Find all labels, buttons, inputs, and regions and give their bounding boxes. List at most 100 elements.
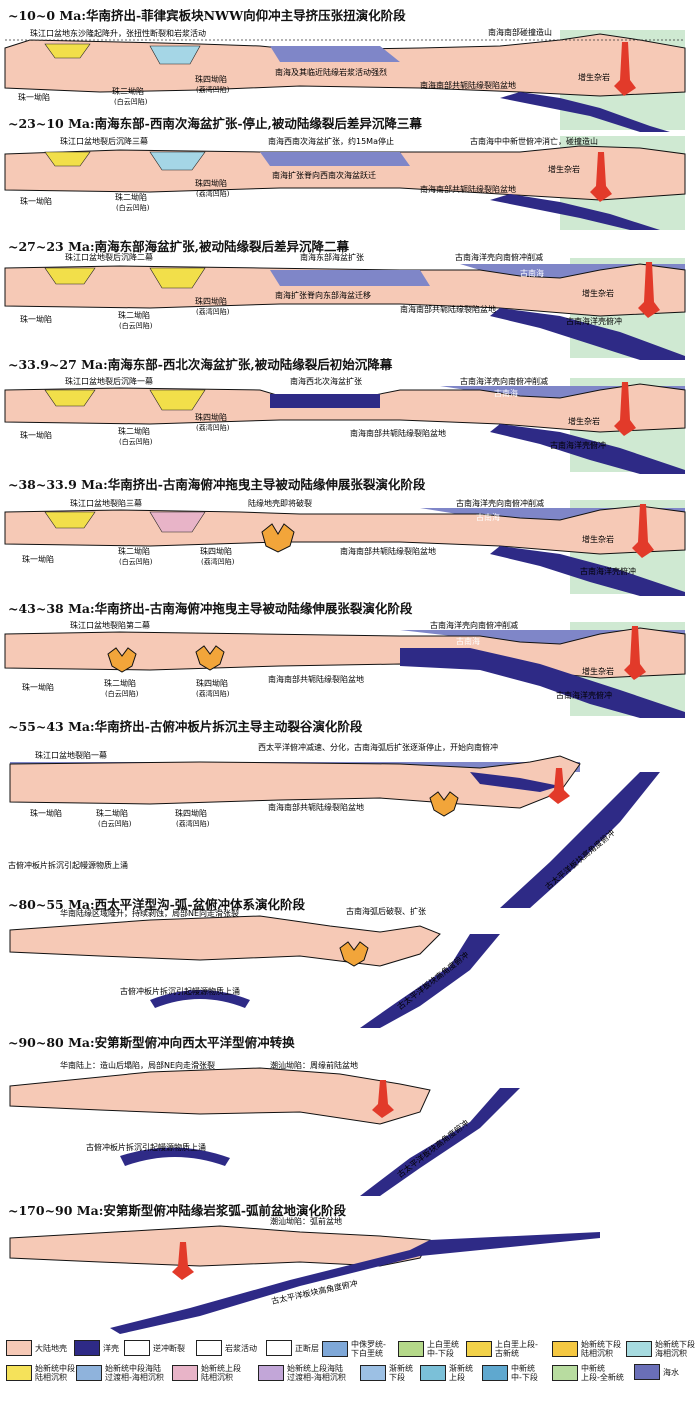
annotation: 古太平洋板块高角度俯冲 [395, 1118, 471, 1180]
annotation: 珠二坳陷 [104, 678, 136, 688]
stage-panel-3: ~27~23 Ma:南海东部海盆扩张,被动陆缘裂后差异沉降二幕 珠江口盆地裂后沉… [0, 232, 700, 360]
annotation: 南海南部共轭陆缘裂陷盆地 [340, 546, 436, 556]
legend-item: 渐新统 上段 [420, 1364, 473, 1382]
legend-label: 正断层 [295, 1343, 319, 1353]
oceanic-slab [360, 1088, 520, 1196]
legend-label: 中新统 中-下段 [511, 1364, 538, 1382]
oceanic-slab [490, 546, 685, 596]
annotation: 南海南部碰撞造山 [488, 27, 552, 37]
annotation: 珠四坳陷 [195, 296, 227, 306]
magma-body [548, 768, 570, 804]
stage-panel-2: ~23~10 Ma:南海东部-西南次海盆扩张-停止,被动陆缘裂后差异沉降三幕 珠… [0, 108, 700, 232]
legend-item: 始新统上段海陆 过渡相-海相沉积 [258, 1364, 346, 1382]
annotation: (荔湾凹陷) [196, 85, 230, 94]
magma-plume [107, 647, 137, 673]
annotation: 南海南部共轭陆缘裂陷盆地 [350, 428, 446, 438]
legend-swatch [552, 1341, 578, 1357]
annotation: 珠二坳陷 [115, 192, 147, 202]
legend-label: 渐新统 上段 [449, 1364, 473, 1382]
annotation: 珠江口盆地裂后沉降三幕 [60, 136, 148, 146]
oceanic-slab [400, 648, 685, 718]
legend-item: 始新统下段 陆相沉积 [552, 1340, 621, 1358]
annotation: (荔湾凹陷) [196, 689, 230, 698]
stage-title: ~55~43 Ma:华南挤出-古俯冲板片拆沉主导主动裂谷演化阶段 [8, 719, 363, 734]
annotation: 南海南部共轭陆缘裂陷盆地 [420, 80, 516, 90]
magma-body [624, 626, 646, 680]
annotation: 潮汕坳陷：周缘前陆盆地 [270, 1060, 358, 1070]
annotation: 潮汕坳陷：弧前盆地 [270, 1216, 342, 1226]
annotation: 古南海洋壳俯冲 [566, 316, 622, 326]
basin-fill [44, 389, 96, 407]
legend-item: 中新统 上段-全新统 [552, 1364, 624, 1382]
legend-swatch [6, 1365, 32, 1381]
stage-title: ~80~55 Ma:西太平洋型沟-弧-盆俯冲体系演化阶段 [8, 897, 306, 912]
legend-swatch [552, 1365, 578, 1381]
legend-label: 洋壳 [103, 1343, 119, 1353]
legend-swatch [626, 1341, 652, 1357]
legend-item: 上白垩上段- 古新统 [466, 1340, 538, 1358]
annotation: 西太平洋俯冲减速、分化，古南海弧后扩张逐渐停止，开始向南俯冲 [258, 742, 498, 752]
magma-body [372, 1080, 394, 1118]
legend: 大陆地壳 洋壳 逆冲断裂 岩浆活动 正断层 中侏罗统- 下白垩统 上白垩统 中-… [4, 1338, 698, 1412]
annotation: (白云凹陷) [119, 321, 153, 330]
sea-water [260, 152, 410, 166]
stage-title: ~10~0 Ma:华南挤出-菲律宾板块NWW向仰冲主导挤压张扭演化阶段 [8, 8, 406, 23]
annotation: 珠一坳陷 [20, 430, 52, 440]
annotation: 古南海洋壳向南俯冲削减 [455, 252, 543, 262]
detached-slab [120, 1147, 230, 1166]
legend-swatch [258, 1365, 284, 1381]
annotation: 珠江口盆地裂后沉降一幕 [65, 376, 153, 386]
legend-label: 始新统下段 陆相沉积 [581, 1340, 621, 1358]
annotation: 南海西北次海盆扩张 [290, 376, 362, 386]
annotation: 增生杂岩 [582, 288, 614, 298]
annotation: 增生杂岩 [582, 666, 614, 676]
stage-panel-7: ~55~43 Ma:华南挤出-古俯冲板片拆沉主导主动裂谷演化阶段 珠江口盆地裂陷… [0, 712, 700, 908]
stage-panel-9: ~90~80 Ma:安第斯型俯冲向西太平洋型俯冲转换 华南陆上：造山后塌陷，局部… [0, 1028, 700, 1196]
cross-section-6: 珠江口盆地裂陷第二幕 古南海洋壳向南俯冲削减 古南海 增生杂岩 珠一坳陷 珠二坳… [4, 620, 686, 718]
annotation: (白云凹陷) [105, 689, 139, 698]
annotation: 南海东部海盆扩张 [300, 252, 364, 262]
basin-fill [44, 43, 91, 59]
basin-fill [149, 45, 201, 65]
annotation: 南海西南次海盆扩张，约15Ma停止 [268, 136, 394, 146]
legend-label: 始新统上段海陆 过渡相-海相沉积 [287, 1364, 346, 1382]
magma-body [590, 152, 612, 202]
legend-label: 渐新统 下段 [389, 1364, 413, 1382]
annotation: 珠一坳陷 [20, 314, 52, 324]
basin-fill [149, 151, 206, 171]
oceanic-slab [470, 772, 560, 792]
annotation: 增生杂岩 [582, 534, 614, 544]
annotation: 南海南部共轭陆缘裂陷盆地 [400, 304, 496, 314]
legend-item: 中新统 中-下段 [482, 1364, 538, 1382]
legend-item: 大陆地壳 [6, 1340, 67, 1356]
magma-body [614, 382, 636, 436]
annotation: (白云凹陷) [119, 557, 153, 566]
stage-panel-10: ~170~90 Ma:安第斯型俯冲陆缘岩浆弧-弧前盆地演化阶段 潮汕坳陷：弧前盆… [0, 1196, 700, 1336]
annotation: 珠四坳陷 [195, 178, 227, 188]
annotation: 增生杂岩 [578, 72, 610, 82]
legend-label: 始新统中段 陆相沉积 [35, 1364, 75, 1382]
cross-section-10: 潮汕坳陷：弧前盆地 古太平洋板块高角度俯冲 [9, 1216, 600, 1334]
annotation: 南海南部共轭陆缘裂陷盆地 [268, 802, 364, 812]
continental-crust [9, 1225, 431, 1267]
annotation: 珠四坳陷 [200, 546, 232, 556]
continental-crust [9, 1067, 431, 1125]
legend-swatch [74, 1340, 100, 1356]
cross-section-2: 珠江口盆地裂后沉降三幕 南海西南次海盆扩张，约15Ma停止 古南海中中新世俯冲消… [4, 136, 686, 230]
magma-body [172, 1242, 194, 1280]
oceanic-slab [270, 394, 380, 408]
annotation: 古俯冲板片拆沉引起幔源物质上涌 [8, 860, 128, 870]
legend-swatch [420, 1365, 446, 1381]
annotation: (白云凹陷) [116, 203, 150, 212]
annotation: 增生杂岩 [548, 164, 580, 174]
annotation: 珠江口盆地裂后沉降二幕 [65, 252, 153, 262]
legend-item: 始新统中段海陆 过渡相-海相沉积 [76, 1364, 164, 1382]
basin-fill [44, 511, 96, 529]
legend-label: 大陆地壳 [35, 1343, 67, 1353]
basin-fill [149, 511, 206, 533]
legend-swatch [124, 1340, 150, 1356]
legend-item: 始新统下段 海相沉积 [626, 1340, 695, 1358]
legend-swatch [634, 1364, 660, 1380]
annotation: (荔湾凹陷) [196, 423, 230, 432]
annotation: 珠四坳陷 [195, 412, 227, 422]
